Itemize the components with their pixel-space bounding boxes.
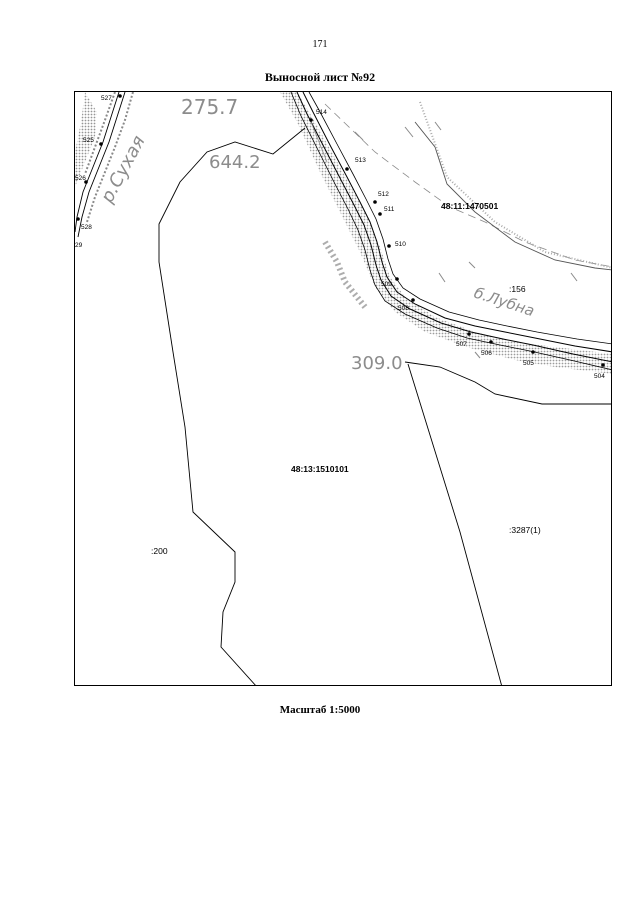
boundary-point (118, 94, 122, 98)
parcel-label: :156 (509, 284, 526, 294)
point-number: 527 (101, 95, 112, 102)
map-frame: 275.7 644.2 309.0 р.Сухая б.Лубна 48:11:… (74, 91, 612, 686)
point-number: 512 (378, 191, 389, 198)
point-number: 506 (481, 350, 492, 357)
boundary-point (489, 340, 493, 344)
ravine-name: б.Лубна (472, 284, 537, 320)
boundary-point (378, 212, 382, 216)
boundary-point (373, 200, 377, 204)
boundary-point (99, 142, 103, 146)
boundary-point (601, 363, 605, 367)
point-number: 514 (316, 109, 327, 116)
point-number: 510 (395, 241, 406, 248)
point-number: 508 (398, 305, 409, 312)
river-name: р.Сухая (96, 132, 149, 207)
parcel-boundaries-main (158, 127, 611, 685)
river-sukhaya-corridor (75, 92, 134, 238)
boundary-point (76, 217, 80, 221)
point-number: 525 (83, 137, 94, 144)
cadastral-map: 275.7 644.2 309.0 р.Сухая б.Лубна 48:11:… (75, 92, 611, 685)
boundary-points (76, 94, 605, 367)
cadastral-number: 48:13:1510101 (291, 464, 349, 474)
boundary-point (411, 298, 415, 302)
point-number: 526 (75, 175, 86, 182)
point-number: 29 (75, 242, 83, 249)
scale-label: Масштаб 1:5000 (279, 704, 361, 716)
boundary-point (84, 180, 88, 184)
parcel-boundaries-upper-right (324, 101, 611, 359)
boundary-point (395, 277, 399, 281)
ravine-lubna-corridor (280, 92, 611, 374)
sheet-title: Выносной лист №92 (264, 70, 376, 84)
boundary-point (467, 332, 471, 336)
cadastral-number: 48:11:1470501 (441, 201, 498, 211)
point-number: 504 (594, 373, 605, 380)
point-number: 505 (523, 360, 534, 367)
boundary-point (531, 350, 535, 354)
point-number: 509 (381, 281, 392, 288)
boundary-point (309, 118, 313, 122)
point-number: 507 (456, 341, 467, 348)
parcel-label: :200 (151, 546, 168, 556)
point-number: 513 (355, 157, 366, 164)
boundary-point (387, 244, 391, 248)
parcel-label: :3287(1) (509, 525, 541, 535)
boundary-point (345, 167, 349, 171)
point-number: 511 (384, 206, 395, 213)
point-number: 528 (81, 224, 92, 231)
page-number: 171 (312, 39, 328, 50)
elevation-label: 644.2 (209, 152, 261, 173)
elevation-label: 275.7 (181, 95, 238, 119)
elevation-label: 309.0 (351, 353, 403, 374)
